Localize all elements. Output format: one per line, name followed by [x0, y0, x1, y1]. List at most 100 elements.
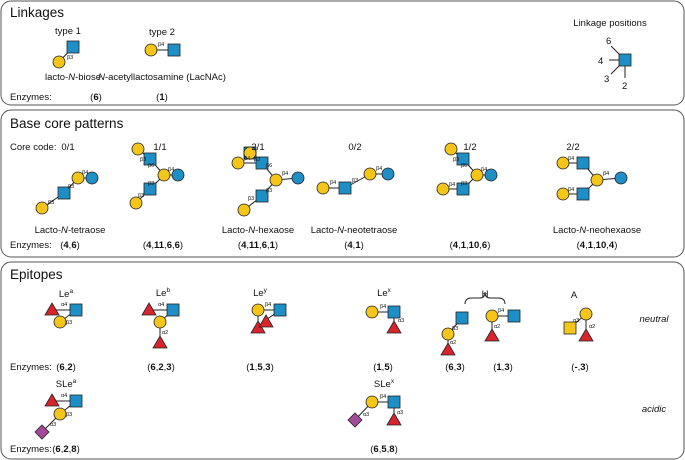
glcnac-square — [576, 187, 590, 201]
type2-enzymes: (1) — [156, 92, 168, 103]
glcnac-square — [338, 181, 352, 195]
gal-circle — [441, 327, 455, 341]
epitopes-enzymes-label-1: Enzymes: — [10, 362, 52, 373]
core-name-3: Lacto-N-hexaose — [222, 225, 294, 236]
glcnac-square — [273, 303, 287, 317]
gal-circle — [365, 395, 379, 409]
core-enzymes-1: (4,6) — [60, 240, 80, 251]
glcnac-square — [255, 156, 269, 170]
bond-label: α2 — [162, 330, 168, 336]
gal-circle — [269, 173, 283, 187]
bond-label: α3 — [50, 422, 56, 428]
bond-label: β3 — [452, 326, 458, 332]
slea-label: SLea — [56, 378, 77, 390]
glc-circle — [291, 171, 305, 185]
fuc-triangle — [152, 335, 168, 349]
epitopes-title: Epitopes — [10, 267, 63, 282]
position-4: 4 — [598, 56, 603, 67]
bond-label: β3 — [248, 196, 254, 202]
bond-label: β4 — [82, 170, 88, 176]
bond-label: α2 — [494, 324, 500, 330]
bond-label: β3 — [352, 178, 358, 184]
core-code-2: 1/1 — [153, 142, 166, 153]
bond-label: α3 — [398, 318, 404, 324]
bond-label: β4 — [330, 180, 336, 186]
neutral-label: neutral — [639, 314, 669, 325]
neu5ac-diamond — [34, 424, 50, 440]
gal-circle — [53, 315, 67, 329]
core-code-5: 1/2 — [463, 142, 476, 153]
gal-circle — [365, 305, 379, 319]
glcnac-square — [69, 303, 83, 317]
gal-circle — [129, 196, 143, 210]
glcnac-square — [143, 152, 157, 166]
fuc-triangle — [44, 393, 60, 407]
bond-label: β4 — [265, 302, 271, 308]
glcnac-square — [255, 189, 269, 203]
type2-name: N-acetyllactosamine (LacNAc) — [98, 72, 226, 83]
bond-label: β3 — [148, 181, 154, 187]
glycan-symbols — [34, 40, 632, 440]
glcnac-square — [166, 303, 180, 317]
lex-label: Lex — [377, 287, 392, 299]
bond-label: β4 — [568, 187, 574, 193]
glcnac-square — [455, 311, 469, 325]
bond-label: β3 — [66, 320, 72, 326]
gal-circle — [579, 307, 593, 321]
lex-enzymes: (1,5) — [373, 362, 393, 373]
gal-circle — [243, 146, 257, 160]
gal-circle — [251, 303, 265, 317]
core-code-1: 0/1 — [61, 142, 74, 153]
glcnac-square — [618, 53, 632, 67]
linkages-panel — [0, 0, 685, 106]
bond-label: β3 — [138, 193, 144, 199]
bond-label: β4 — [244, 156, 250, 162]
fuc-triangle — [44, 302, 60, 316]
fuc-triangle — [578, 328, 594, 342]
bond-label: β3 — [66, 412, 72, 418]
bond-label: β3 — [68, 184, 74, 190]
bond-label: β3 — [453, 157, 459, 163]
glcnac-square — [507, 309, 521, 323]
bond-label: β3 — [254, 157, 260, 163]
bond-label: β6 — [461, 163, 467, 169]
core-code-6: 2/2 — [566, 142, 579, 153]
glcnac-square — [143, 182, 157, 196]
fuc-triangle — [258, 314, 274, 328]
gal-circle — [590, 173, 604, 187]
fuc-triangle — [484, 328, 500, 342]
bond-label: β3 — [461, 181, 467, 187]
bond-label: β4 — [376, 166, 382, 172]
bond-label: α4 — [158, 302, 164, 308]
a-epitope-label: A — [571, 290, 578, 301]
h-brace — [464, 291, 506, 305]
bond-label: β3 — [48, 200, 54, 206]
bond-label: β3 — [140, 157, 146, 163]
gal-circle — [316, 181, 330, 195]
slex-enzymes: (6,5,8) — [370, 444, 398, 455]
type1-label: type 1 — [55, 26, 81, 37]
type2-label: type 2 — [149, 27, 175, 38]
core-code-4: 0/2 — [348, 142, 361, 153]
gal-circle — [444, 142, 458, 156]
gal-circle — [71, 171, 85, 185]
bond-label: β4 — [168, 167, 174, 173]
glcnac-square — [69, 394, 83, 408]
fuc-triangle — [141, 302, 157, 316]
core-enzymes-label: Enzymes: — [10, 240, 52, 251]
galnac-square — [563, 321, 577, 335]
bond-label: β4 — [282, 171, 288, 177]
bond-label: β4 — [603, 171, 609, 177]
glcnac-square — [576, 156, 590, 170]
bond-label: α4 — [61, 302, 67, 308]
bond-label: α3 — [397, 410, 403, 416]
gal-circle — [52, 55, 66, 69]
position-2: 2 — [622, 81, 627, 92]
bond-label: β4 — [380, 304, 386, 310]
gal-circle — [485, 309, 499, 323]
bond-label: β4 — [498, 308, 504, 314]
core-name-6: Lacto-N-neohexaose — [553, 225, 641, 236]
core-enzymes-5: (4,1,10,6) — [450, 240, 491, 251]
